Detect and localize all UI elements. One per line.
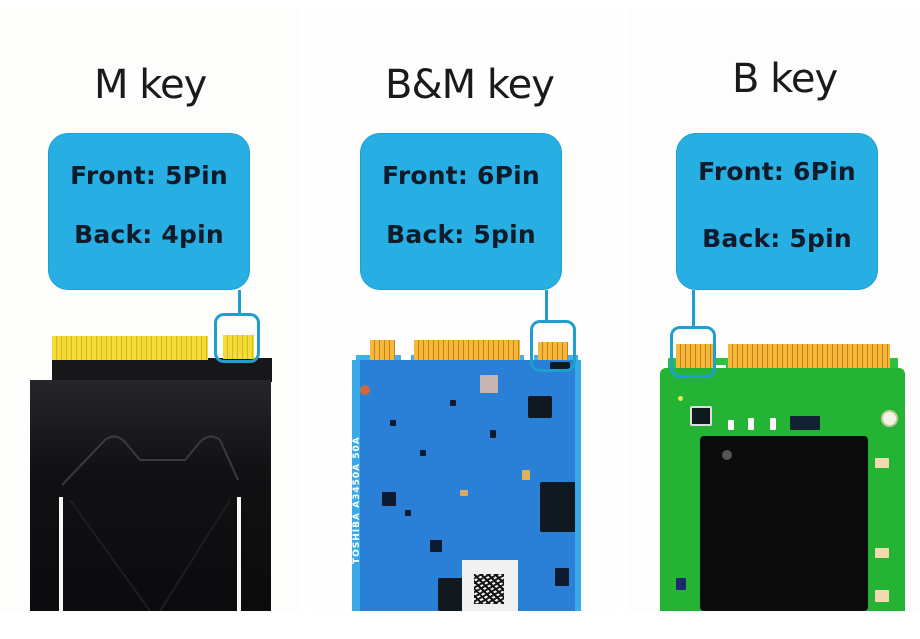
b-key-front-pins: Front: 6Pin (698, 157, 856, 186)
m-key-back-pins: Back: 4pin (74, 220, 224, 249)
bm-key-front-pins: Front: 6Pin (382, 161, 540, 190)
resistor (390, 420, 396, 426)
bm-key-title: B&M key (385, 62, 555, 108)
bm-key-pin-highlight (530, 320, 576, 372)
mounting-pad (360, 385, 370, 395)
chip-pin1-marker (722, 450, 732, 460)
resistor (420, 450, 426, 456)
b-key-nand-chip (700, 436, 868, 611)
b-key-back-pins: Back: 5pin (702, 224, 852, 253)
bm-key-qr-sticker (462, 560, 518, 611)
b-key-pin-highlight (670, 326, 716, 378)
capacitor (875, 548, 889, 558)
controller-chip (540, 482, 575, 532)
m-key-gold-fingers-main (52, 336, 208, 360)
bm-key-back-pins: Back: 5pin (386, 220, 536, 249)
b-key-gold-fingers-small (676, 344, 713, 370)
m-key-title: M key (94, 62, 207, 108)
test-point (678, 396, 683, 401)
m-key-leader-line (238, 290, 241, 314)
bm-key-leader-line (545, 290, 548, 321)
b-key-callout: Front: 6Pin Back: 5pin (676, 133, 878, 290)
resistor (405, 510, 411, 516)
bm-key-callout: Front: 6Pin Back: 5pin (360, 133, 562, 290)
heatsink-slot-left (59, 497, 63, 611)
heatsink-slot-right (237, 497, 241, 611)
capacitor (522, 470, 530, 480)
resistor (450, 400, 456, 406)
transistor (555, 568, 569, 586)
m-key-ssd-heatsink (30, 380, 271, 611)
b-key-leader-line (692, 290, 695, 326)
mosfet-chip (528, 396, 552, 418)
mounting-hole (881, 410, 898, 427)
bm-key-gold-fingers-right (538, 342, 568, 364)
m-key-gold-fingers-small (223, 335, 254, 359)
resistor (770, 418, 776, 430)
crystal (480, 375, 498, 393)
heatsink-contour-icon (61, 435, 239, 611)
transistor (430, 540, 442, 552)
b-key-gold-fingers-main (728, 344, 890, 370)
resistor (748, 418, 754, 430)
m-key-pin-highlight (214, 313, 260, 363)
m-key-callout: Front: 5Pin Back: 4pin (48, 133, 250, 290)
qr-code-icon (474, 574, 504, 604)
smd-array (790, 416, 820, 430)
resistor (728, 420, 734, 430)
transistor (382, 492, 396, 506)
smd-part (550, 362, 570, 370)
capacitor (875, 590, 889, 602)
b-key-title: B key (732, 56, 838, 102)
capacitor (575, 410, 581, 424)
sensor (676, 578, 686, 590)
m-key-front-pins: Front: 5Pin (70, 161, 228, 190)
resistor (460, 490, 468, 496)
capacitor (580, 540, 581, 554)
capacitor (875, 458, 889, 468)
resistor (490, 430, 496, 438)
bm-key-silkscreen-label: TOSHIBA A3450A 50A (352, 436, 362, 564)
bottom-margin (0, 612, 920, 639)
small-ic (690, 406, 712, 426)
